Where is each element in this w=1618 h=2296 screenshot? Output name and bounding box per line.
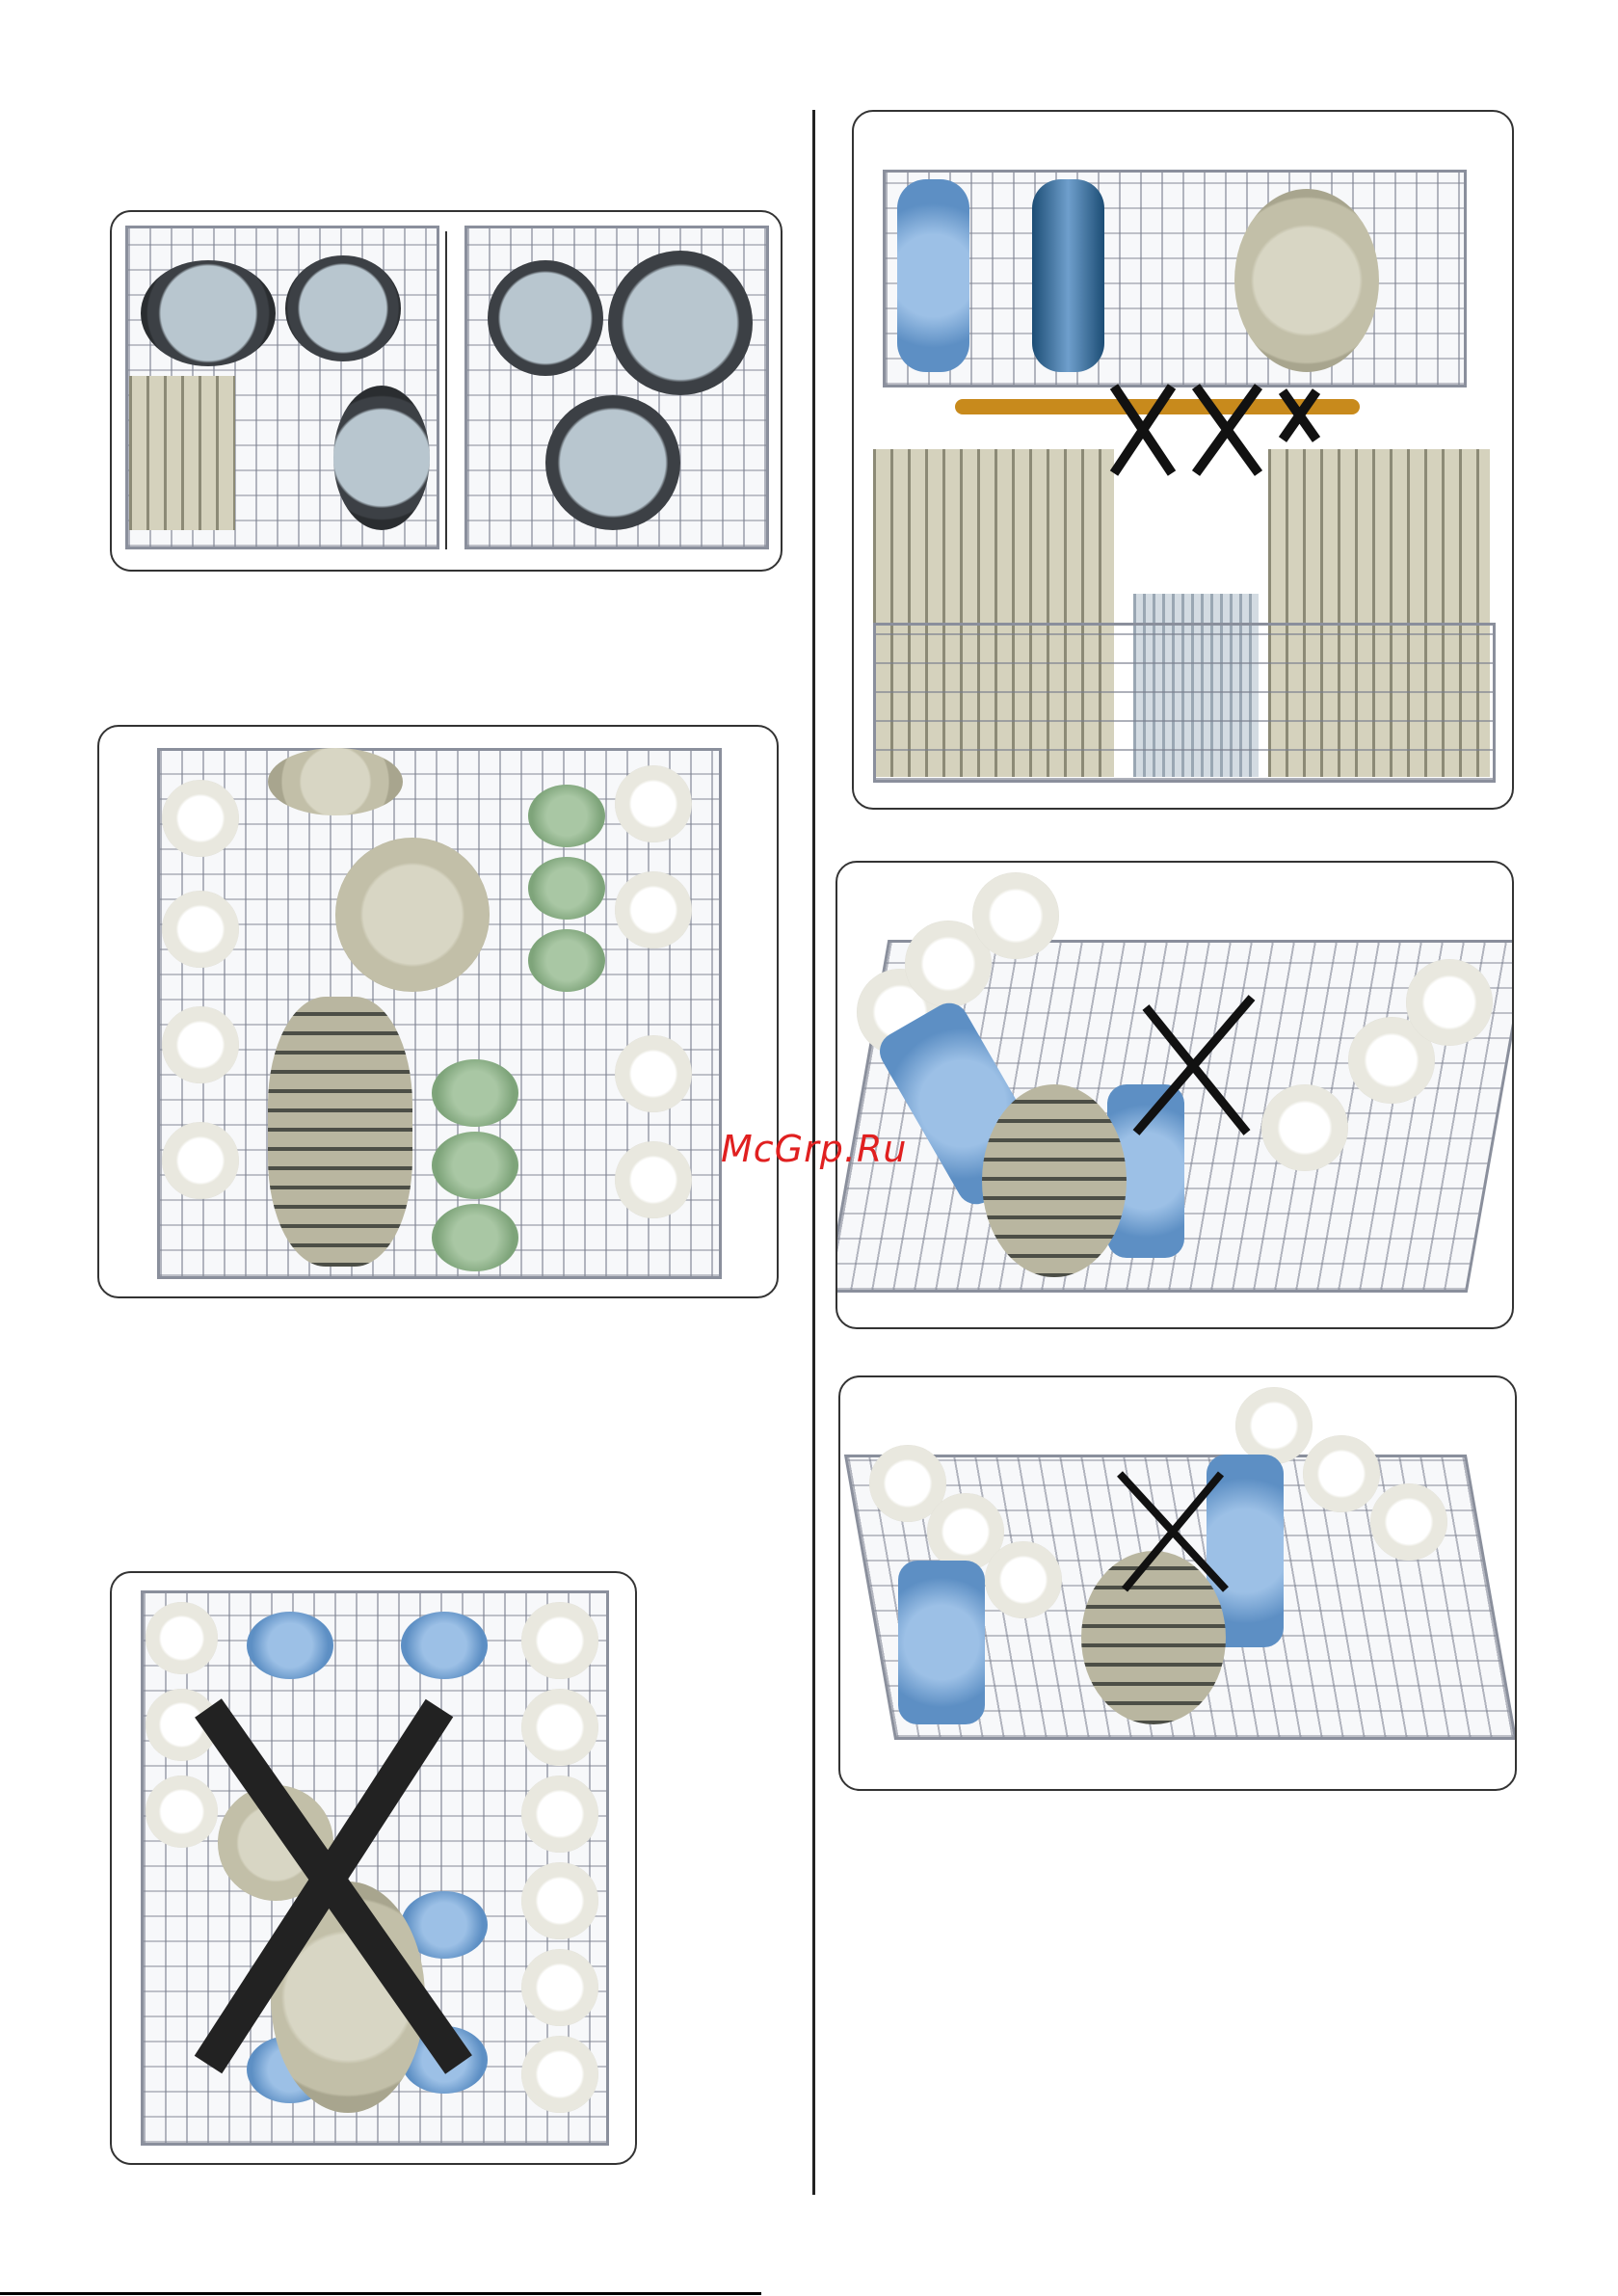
cup: [615, 1035, 692, 1112]
pan: [545, 395, 680, 530]
bowl: [218, 1785, 333, 1901]
cup: [615, 871, 692, 948]
cup: [146, 1689, 218, 1761]
cup: [1370, 1483, 1447, 1561]
cup: [521, 1602, 598, 1679]
cup: [972, 872, 1059, 959]
plate-stack: [982, 1084, 1127, 1277]
lower-rack-front: [873, 623, 1496, 783]
cup: [521, 2036, 598, 2113]
cup: [162, 891, 239, 968]
cup: [146, 1602, 218, 1674]
pan: [608, 251, 753, 395]
glass: [432, 1059, 518, 1127]
glass: [528, 785, 605, 847]
cup: [1261, 1084, 1348, 1171]
cup: [615, 1141, 692, 1218]
plate: [335, 838, 490, 992]
bowl: [268, 748, 403, 815]
pan: [285, 255, 401, 361]
cup: [1235, 1387, 1313, 1464]
column-divider: [812, 110, 815, 2195]
glass: [1032, 179, 1104, 372]
cup: [521, 1775, 598, 1853]
cup: [521, 1949, 598, 2026]
separator: [445, 231, 447, 549]
footer-rule: [0, 2292, 761, 2295]
glass: [528, 929, 605, 992]
cup: [985, 1541, 1062, 1618]
pan: [141, 260, 276, 366]
pan: [488, 260, 603, 376]
plate-stack: [268, 997, 412, 1267]
cup: [146, 1775, 218, 1848]
cup: [162, 780, 239, 857]
figure-lower-rack-front: [852, 110, 1514, 810]
pan: [333, 386, 430, 530]
glass: [401, 1612, 488, 1679]
cup: [521, 1689, 598, 1766]
cup: [162, 1122, 239, 1199]
figure-upper-rack-perspective-1: [836, 861, 1514, 1329]
plate: [271, 1882, 425, 2113]
plate-stack: [1081, 1551, 1226, 1724]
figure-pans-loading: [110, 210, 782, 572]
spray-arm: [955, 399, 1360, 414]
glasses: [898, 1561, 985, 1724]
figure-lower-rack-wrong: [110, 1571, 637, 2165]
glass: [432, 1204, 518, 1271]
plates: [129, 376, 235, 530]
watermark: McGrp.Ru: [721, 1128, 908, 1170]
figure-lower-rack-correct: [97, 725, 779, 1298]
cup: [162, 1006, 239, 1083]
upper-rack: [883, 170, 1467, 387]
glass: [432, 1132, 518, 1199]
glass: [528, 857, 605, 920]
glass: [247, 1612, 333, 1679]
plate: [1234, 189, 1379, 372]
glass: [897, 179, 969, 372]
cup: [615, 765, 692, 842]
cup: [521, 1862, 598, 1939]
figure-upper-rack-perspective-2: [838, 1375, 1517, 1791]
cup: [1406, 959, 1493, 1046]
cup: [1303, 1435, 1380, 1512]
